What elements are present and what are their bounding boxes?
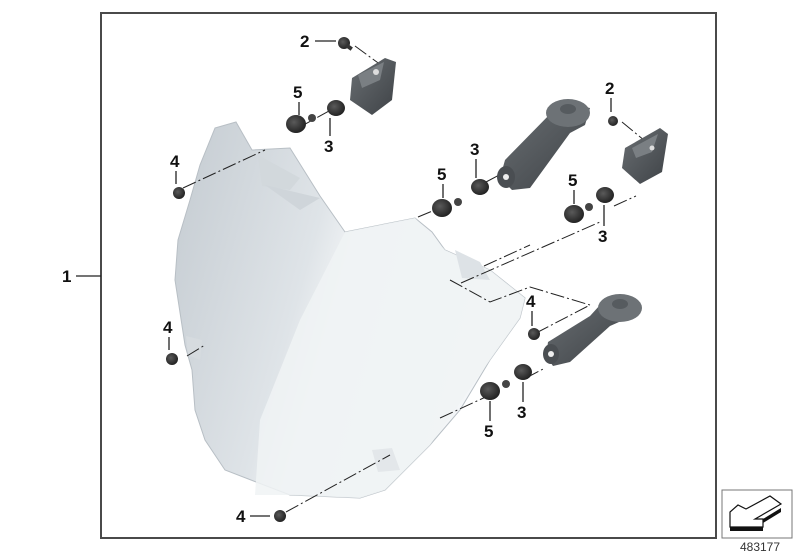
callout-4-bottom[interactable]: 4 [236, 507, 270, 526]
screw-icon [274, 510, 286, 522]
right-bracket [622, 128, 668, 184]
support-arm-upper [497, 99, 590, 190]
svg-text:1: 1 [62, 267, 71, 286]
grommet-right [596, 187, 614, 203]
svg-text:4: 4 [163, 318, 173, 337]
callout-3-upper-left[interactable]: 3 [324, 118, 333, 156]
svg-text:2: 2 [605, 79, 614, 98]
callout-5-upper-left[interactable]: 5 [293, 83, 302, 115]
svg-text:3: 3 [517, 403, 526, 422]
screw-icon [166, 353, 178, 365]
reference-number: 483177 [739, 540, 781, 554]
callout-5-lower-right[interactable]: 5 [484, 401, 493, 441]
upper-left-bracket [350, 58, 396, 115]
svg-text:5: 5 [293, 83, 302, 102]
callout-5-right[interactable]: 5 [568, 171, 577, 204]
callout-5-center[interactable]: 5 [437, 165, 446, 198]
callout-2-upper[interactable]: 2 [300, 32, 336, 51]
damper-lower-right [480, 380, 510, 400]
screw-icon [608, 116, 618, 126]
callout-4-left-middle[interactable]: 4 [163, 318, 173, 350]
svg-text:5: 5 [568, 171, 577, 190]
callout-3-right[interactable]: 3 [598, 205, 607, 246]
callout-4-upper-left[interactable]: 4 [170, 152, 180, 184]
grommet-lower-right [514, 364, 532, 380]
damper-center [432, 198, 462, 217]
svg-text:3: 3 [598, 227, 607, 246]
arrow-pointer-icon[interactable] [721, 489, 793, 539]
support-arm-lower [543, 294, 642, 366]
screw-icon [528, 328, 540, 340]
callout-3-lower-right[interactable]: 3 [517, 382, 526, 422]
callout-3-center[interactable]: 3 [470, 140, 479, 178]
svg-text:5: 5 [484, 422, 493, 441]
svg-text:4: 4 [236, 507, 246, 526]
screw-icon [338, 37, 353, 51]
grommet-upper-left [327, 100, 345, 116]
grommet-center [471, 179, 489, 195]
svg-text:5: 5 [437, 165, 446, 184]
callout-1[interactable]: 1 [62, 267, 101, 286]
svg-text:3: 3 [324, 137, 333, 156]
svg-text:3: 3 [470, 140, 479, 159]
svg-text:2: 2 [300, 32, 309, 51]
screw-icon [173, 187, 185, 199]
svg-text:4: 4 [526, 292, 536, 311]
damper-right [564, 203, 593, 223]
svg-text:4: 4 [170, 152, 180, 171]
callout-4-right-middle[interactable]: 4 [526, 292, 536, 326]
damper-upper-left [286, 114, 316, 133]
callout-2-right[interactable]: 2 [605, 79, 614, 112]
headlight-cover-panel [174, 121, 526, 499]
